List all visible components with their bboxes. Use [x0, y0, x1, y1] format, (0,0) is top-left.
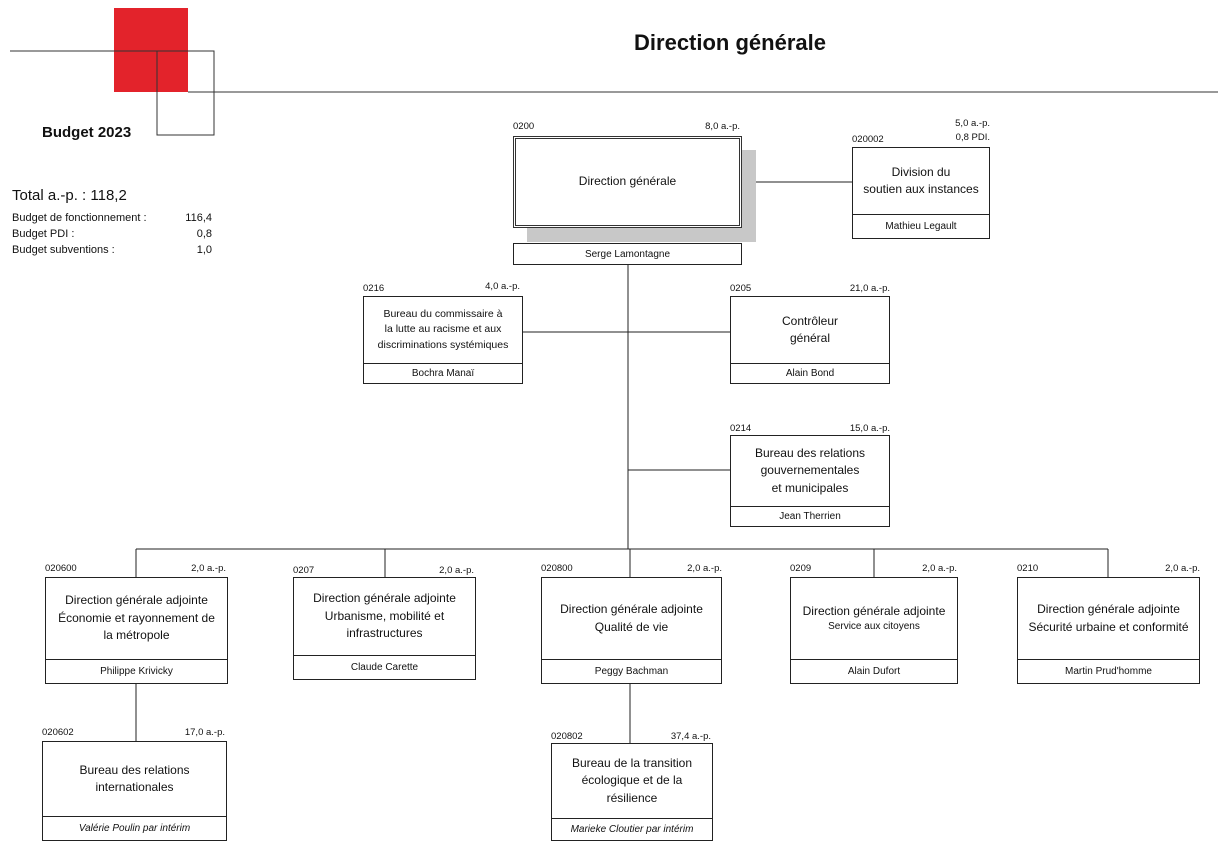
unit-name: Direction générale adjointe Urbanisme, m…: [313, 591, 456, 641]
unit-head: Bochra Manaï: [364, 363, 522, 383]
unit-head: Marieke Cloutier par intérim: [552, 818, 712, 840]
unit-head: Alain Bond: [731, 363, 889, 383]
unit-code: 020600: [45, 563, 77, 574]
unit-name: Bureau des relations gouvernementales et…: [754, 445, 866, 495]
unit-ap: 21,0 a.-p.: [849, 283, 890, 294]
unit-head: Alain Dufort: [791, 659, 957, 683]
unit-box-dga-qualite-vie: Direction générale adjointe Qualité de v…: [541, 577, 722, 684]
unit-box-relations-gouvernementales: Bureau des relations gouvernementales et…: [730, 435, 890, 527]
unit-box-controleur-general: Contrôleur général Alain Bond: [730, 296, 890, 384]
budget-line-operating: Budget de fonctionnement : 116,4: [12, 212, 212, 224]
unit-ap: 8,0 a.-p.: [705, 121, 740, 132]
unit-box-transition-ecologique: Bureau de la transition écologique et de…: [551, 743, 713, 841]
unit-head: Jean Therrien: [731, 506, 889, 526]
unit-subname: Service aux citoyens: [828, 620, 920, 632]
page-title: Direction générale: [634, 30, 826, 55]
unit-name: Contrôleur général: [781, 313, 839, 345]
unit-code: 0216: [363, 283, 385, 294]
unit-head: Serge Lamontagne: [584, 248, 671, 260]
unit-name: Direction générale adjointe Qualité de v…: [560, 602, 703, 634]
unit-name: Direction générale: [578, 174, 677, 189]
unit-name: Bureau de la transition écologique et de…: [571, 755, 693, 805]
unit-head-box: Serge Lamontagne: [513, 243, 742, 265]
unit-ap: 37,4 a.-p.: [670, 731, 711, 742]
unit-name: Direction générale adjointe Économie et …: [58, 593, 215, 643]
unit-ap: 2,0 a.-p.: [439, 565, 474, 576]
budget-line-pdi: Budget PDI : 0,8: [12, 228, 212, 240]
unit-box-dga-service-citoyens: Direction générale adjointe Service aux …: [790, 577, 958, 684]
unit-ap: 4,0 a.-p.: [485, 281, 520, 292]
unit-name: Bureau du commissaire à la lutte au raci…: [377, 308, 509, 351]
unit-pdi: 0,8 PDI.: [955, 132, 990, 143]
unit-code: 0200: [513, 121, 535, 132]
unit-box-soutien-instances: Division du soutien aux instances Mathie…: [852, 147, 990, 239]
unit-head: Philippe Krivicky: [46, 659, 227, 683]
unit-box-commissaire-racisme: Bureau du commissaire à la lutte au raci…: [363, 296, 523, 384]
unit-code: 0214: [730, 423, 752, 434]
budget-line-label: Budget de fonctionnement :: [12, 212, 147, 224]
unit-head: Claude Carette: [294, 655, 475, 679]
budget-line-subsidies: Budget subventions : 1,0: [12, 244, 212, 256]
unit-ap: 15,0 a.-p.: [849, 423, 890, 434]
unit-head: Peggy Bachman: [542, 659, 721, 683]
unit-code: 0207: [293, 565, 315, 576]
unit-head: Valérie Poulin par intérim: [43, 816, 226, 840]
unit-code: 020002: [852, 134, 884, 145]
unit-name: Division du soutien aux instances: [863, 164, 979, 196]
unit-head: Mathieu Legault: [853, 214, 989, 238]
budget-line-label: Budget PDI :: [12, 228, 75, 240]
budget-line-value: 1,0: [196, 244, 212, 256]
unit-ap: 2,0 a.-p.: [191, 563, 226, 574]
unit-code: 020802: [551, 731, 583, 742]
unit-ap: 2,0 a.-p.: [922, 563, 957, 574]
unit-box-dga-economie: Direction générale adjointe Économie et …: [45, 577, 228, 684]
unit-box-dga-securite-urbaine: Direction générale adjointe Sécurité urb…: [1017, 577, 1200, 684]
unit-code: 0210: [1017, 563, 1039, 574]
unit-code: 0209: [790, 563, 812, 574]
unit-code: 0205: [730, 283, 752, 294]
unit-ap: 2,0 a.-p.: [1165, 563, 1200, 574]
unit-box-relations-internationales: Bureau des relations internationales Val…: [42, 741, 227, 841]
unit-name: Direction générale adjointe Sécurité urb…: [1028, 602, 1189, 634]
unit-box-direction-generale: Direction générale: [513, 136, 742, 228]
unit-ap: 2,0 a.-p.: [687, 563, 722, 574]
unit-head: Martin Prud'homme: [1018, 659, 1199, 683]
budget-line-label: Budget subventions :: [12, 244, 115, 256]
unit-name-wrap: Direction générale adjointe Service aux …: [791, 578, 957, 659]
budget-line-value: 116,4: [185, 212, 212, 224]
logo-mark: [10, 8, 1218, 136]
unit-name: Bureau des relations internationales: [79, 762, 190, 794]
unit-box-dga-urbanisme: Direction générale adjointe Urbanisme, m…: [293, 577, 476, 680]
unit-ap: 5,0 a.-p.: [955, 118, 990, 129]
unit-code: 020602: [42, 727, 74, 738]
unit-ap: 17,0 a.-p.: [184, 727, 225, 738]
budget-title: Budget 2023: [42, 124, 132, 141]
unit-name: Direction générale adjointe: [802, 603, 946, 618]
unit-code: 020800: [541, 563, 573, 574]
budget-line-value: 0,8: [196, 228, 212, 240]
budget-total: Total a.-p. : 118,2: [12, 187, 127, 204]
